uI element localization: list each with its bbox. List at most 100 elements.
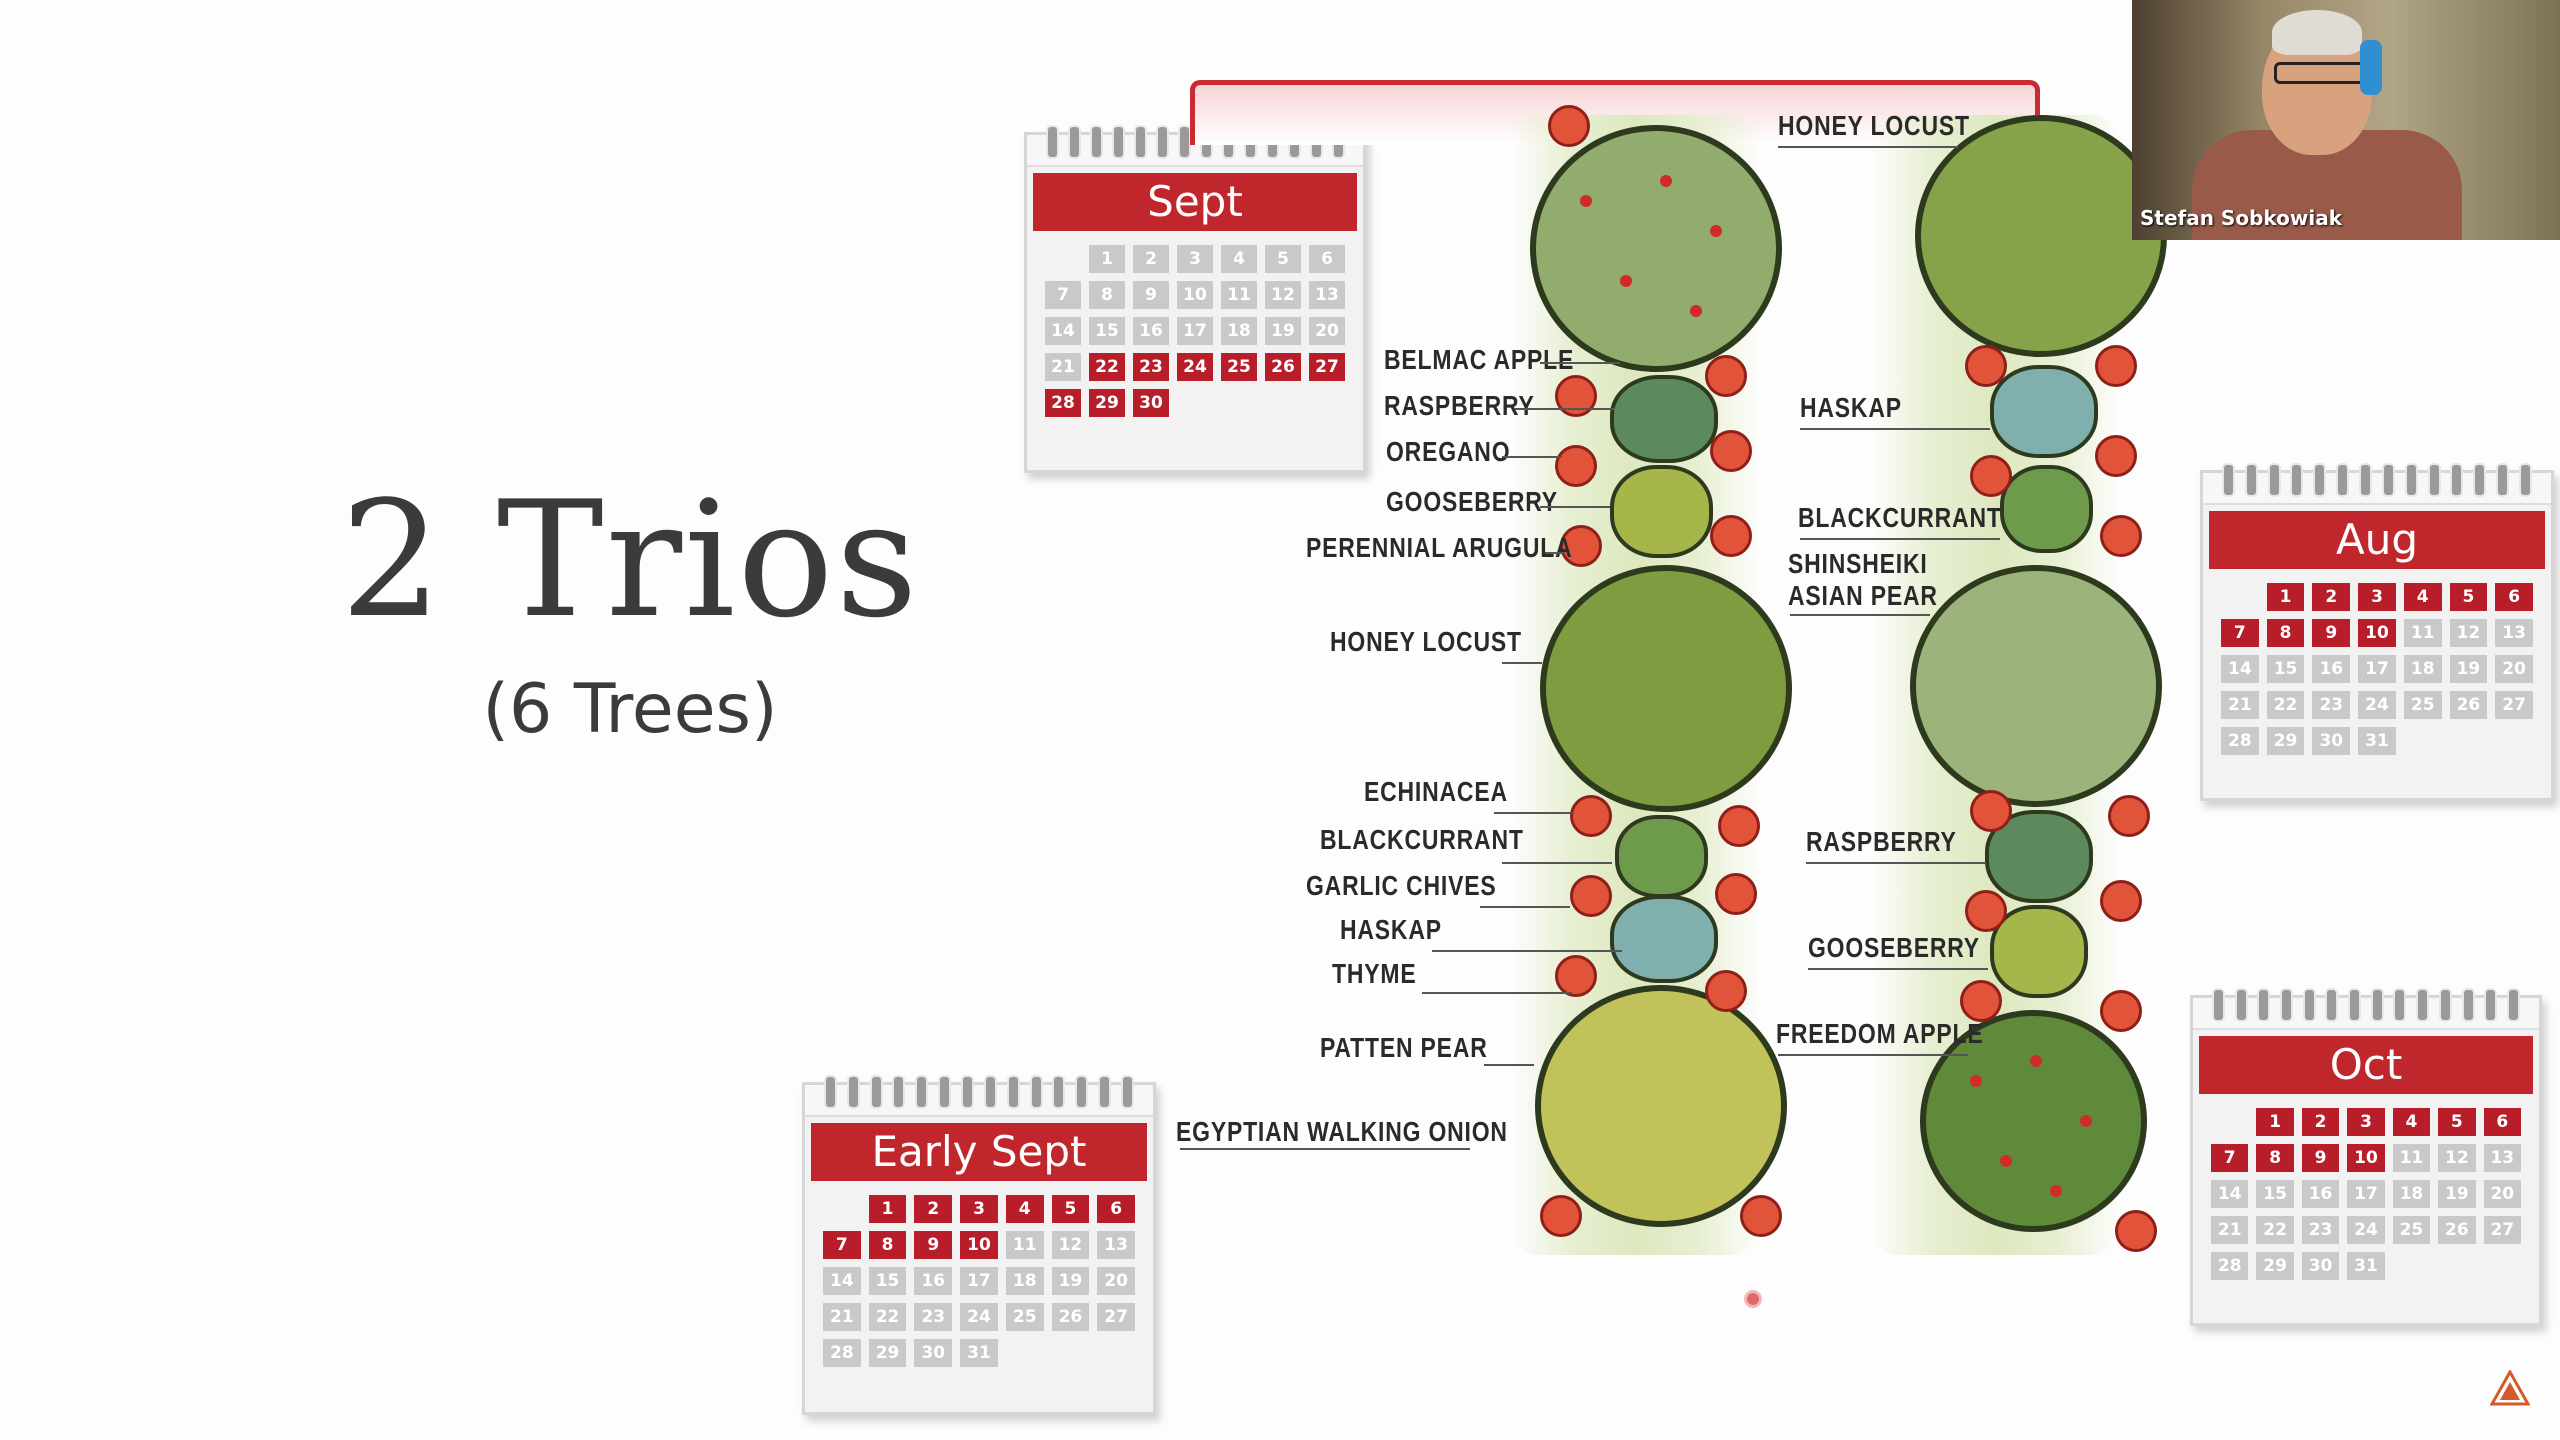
calendar-day: 28: [823, 1339, 861, 1367]
shrub-blackcurrant: [1615, 815, 1708, 898]
flower-icon: [1548, 105, 1590, 147]
calendar-month: Sept: [1033, 173, 1357, 231]
shrub-blackcurrant-right: [2000, 465, 2093, 553]
calendar-day: 29: [2266, 727, 2305, 755]
shrub-gooseberry: [1610, 465, 1713, 558]
leader-line: [1540, 506, 1610, 508]
calendar-day: 13: [1309, 281, 1345, 309]
flower-icon: [1570, 875, 1612, 917]
calendar-day: 4: [2392, 1108, 2431, 1136]
calendar-day: 29: [2256, 1252, 2294, 1280]
plant-label: OREGANO: [1386, 436, 1511, 467]
calendar-day: 2: [2301, 1108, 2340, 1136]
calendar-day: 24: [960, 1303, 998, 1331]
calendar-day: 9: [2312, 619, 2351, 647]
calendar-day: 17: [2347, 1180, 2385, 1208]
headset-icon: [2360, 40, 2382, 95]
laser-pointer-dot: [1744, 1290, 1762, 1308]
slide-subtitle: (6 Trees): [482, 670, 778, 749]
tree-honey-locust-right: [1915, 115, 2167, 357]
calendar-day: 9: [1133, 281, 1169, 309]
calendar-day: 8: [868, 1231, 907, 1259]
calendar-day: 3: [2358, 583, 2396, 611]
participant-video-tile[interactable]: Stefan Sobkowiak: [2132, 0, 2560, 240]
calendar-day: 24: [1177, 353, 1213, 381]
calendar-day: 23: [1133, 353, 1169, 381]
calendar-day: 29: [1089, 389, 1125, 417]
leader-line: [1484, 1064, 1534, 1066]
calendar-day: 11: [1221, 281, 1257, 309]
calendar-day: 8: [2256, 1144, 2294, 1172]
calendar-day: 27: [1309, 353, 1345, 381]
calendar-day: 4: [2403, 583, 2442, 611]
calendar-day: 18: [2392, 1180, 2431, 1208]
calendar-day: 8: [1089, 281, 1125, 309]
calendar-day: 5: [1265, 245, 1301, 273]
garden-planting-diagram: [1150, 75, 2190, 1285]
calendar-day: 29: [868, 1339, 907, 1367]
calendar-day: 4: [1221, 245, 1257, 273]
calendar-day: 3: [1177, 245, 1213, 273]
plant-label: EGYPTIAN WALKING ONION: [1176, 1116, 1508, 1147]
calendar-day: 26: [1265, 353, 1301, 381]
calendar-day: 17: [960, 1267, 998, 1295]
triangle-logo-icon: [2490, 1370, 2530, 1406]
calendar-day: 7: [2221, 619, 2259, 647]
calendar-day: 18: [2403, 655, 2442, 683]
flower-icon: [1555, 445, 1597, 487]
leader-line: [1422, 992, 1572, 994]
plant-label: FREEDOM APPLE: [1776, 1018, 1984, 1049]
flower-icon: [1710, 430, 1752, 472]
fruit-dot: [2080, 1115, 2092, 1127]
calendar-day: 31: [960, 1339, 998, 1367]
shrub-haskap-right: [1990, 365, 2098, 458]
calendar-day: 22: [868, 1303, 907, 1331]
calendar-day: 2: [2312, 583, 2351, 611]
calendar-empty-cell: [823, 1195, 861, 1223]
flower-icon: [2108, 795, 2150, 837]
flower-icon: [1540, 1195, 1582, 1237]
calendar-day: 21: [2211, 1216, 2249, 1244]
calendar-day: 25: [1221, 353, 1257, 381]
calendar-day: 6: [2483, 1108, 2521, 1136]
fruit-dot: [1690, 305, 1702, 317]
leader-line: [1515, 408, 1615, 410]
calendar-day: 1: [2256, 1108, 2294, 1136]
calendar-day: 6: [2495, 583, 2533, 611]
slide-title: 2 Trios: [340, 466, 920, 653]
calendar-day: 15: [2256, 1180, 2294, 1208]
calendar-month: Early Sept: [811, 1123, 1147, 1181]
plant-label: RASPBERRY: [1384, 390, 1535, 421]
calendar-day: 3: [960, 1195, 998, 1223]
shrub-raspberry: [1610, 375, 1718, 463]
calendar-day: 13: [2483, 1144, 2521, 1172]
calendar-day: 28: [2221, 727, 2259, 755]
calendar-day: 10: [1177, 281, 1213, 309]
calendar-day: 19: [1265, 317, 1301, 345]
calendar-day: 6: [1309, 245, 1345, 273]
shrub-haskap: [1610, 895, 1718, 983]
leader-line: [1494, 812, 1574, 814]
calendar-month: Oct: [2199, 1036, 2533, 1094]
calendar-day: 4: [1005, 1195, 1044, 1223]
flower-icon: [1965, 345, 2007, 387]
calendar-day: 11: [2392, 1144, 2431, 1172]
calendar-day: 26: [2449, 691, 2488, 719]
calendar-day: 14: [823, 1267, 861, 1295]
calendar-day: 9: [2301, 1144, 2340, 1172]
leader-line: [1806, 862, 1986, 864]
calendar-day: 21: [1045, 353, 1081, 381]
fruit-dot: [2030, 1055, 2042, 1067]
tree-honey-locust: [1540, 565, 1792, 812]
calendar-day: 15: [868, 1267, 907, 1295]
calendar-day: 2: [1133, 245, 1169, 273]
participant-name: Stefan Sobkowiak: [2140, 206, 2343, 230]
flower-icon: [2100, 990, 2142, 1032]
calendar-day: 20: [1309, 317, 1345, 345]
calendar-day: 30: [914, 1339, 953, 1367]
